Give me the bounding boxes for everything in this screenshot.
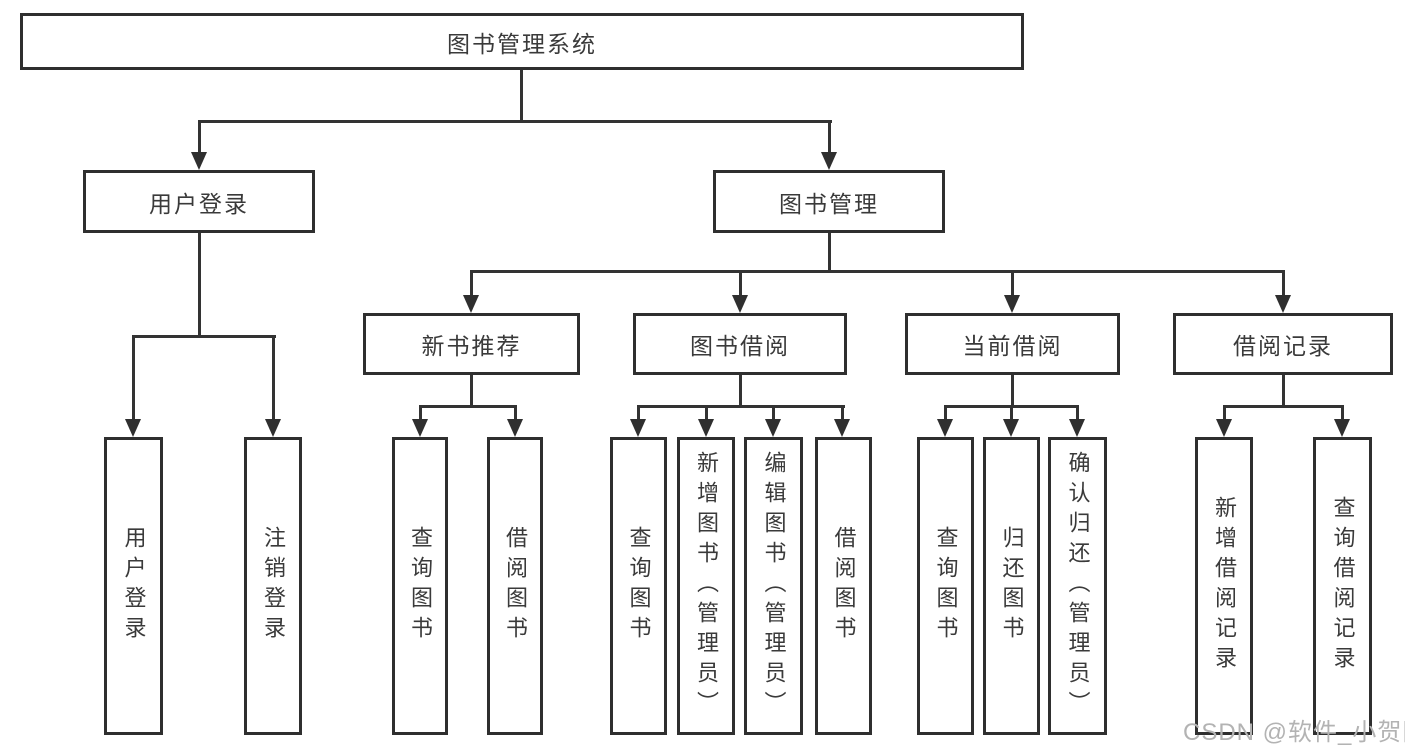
connector-line <box>637 405 640 421</box>
connector-line <box>828 233 831 273</box>
node-root: 图书管理系统 <box>20 13 1024 70</box>
arrow-down-icon <box>630 419 646 437</box>
arrow-down-icon <box>765 419 781 437</box>
node-book-borrow-label: 图书借阅 <box>690 333 790 359</box>
connector-line <box>132 335 135 421</box>
node-borrow-records-label: 借阅记录 <box>1233 333 1333 359</box>
node-user-login: 用户登录 <box>83 170 315 233</box>
connector-line <box>1010 405 1013 421</box>
connector-line <box>514 405 517 421</box>
leaf-br-add-record-label: 新增借阅记录 <box>1212 496 1237 676</box>
connector-line <box>1223 405 1226 421</box>
connector-line <box>198 120 201 154</box>
leaf-cb-return-books: 归还图书 <box>983 437 1040 735</box>
connector-line <box>1341 405 1344 421</box>
connector-line <box>470 270 473 297</box>
connector-line <box>198 120 832 123</box>
node-book-borrow: 图书借阅 <box>633 313 847 375</box>
leaf-br-query-record-label: 查询借阅记录 <box>1330 496 1356 676</box>
connector-line <box>132 335 276 338</box>
connector-line <box>739 375 742 407</box>
node-new-book-recommend-label: 新书推荐 <box>421 333 522 359</box>
watermark: CSDN @软件_小贺同学 <box>1183 719 1405 746</box>
connector-line <box>419 405 422 421</box>
leaf-cb-confirm-return-admin-label: 确认归还（管理员） <box>1065 451 1091 721</box>
arrow-down-icon <box>1216 419 1232 437</box>
arrow-down-icon <box>265 419 281 437</box>
leaf-bb-add-books-admin-label: 新增图书（管理员） <box>694 451 719 721</box>
connector-line <box>1011 270 1014 297</box>
arrow-down-icon <box>1334 419 1350 437</box>
leaf-nbr-borrow-books-label: 借阅图书 <box>503 526 528 646</box>
leaf-nbr-query-books: 查询图书 <box>392 437 448 735</box>
leaf-br-add-record: 新增借阅记录 <box>1195 437 1253 735</box>
connector-line <box>1282 375 1285 407</box>
arrow-down-icon <box>125 419 141 437</box>
arrow-down-icon <box>191 152 207 170</box>
leaf-bb-edit-books-admin-label: 编辑图书（管理员） <box>761 451 787 721</box>
leaf-bb-add-books-admin: 新增图书（管理员） <box>677 437 735 735</box>
connector-line <box>470 375 473 407</box>
connector-line <box>944 405 947 421</box>
connector-line <box>772 405 775 421</box>
connector-line <box>705 405 708 421</box>
connector-line <box>1011 375 1014 407</box>
leaf-nbr-query-books-label: 查询图书 <box>408 526 433 646</box>
arrow-down-icon <box>412 419 428 437</box>
node-new-book-recommend: 新书推荐 <box>363 313 580 375</box>
connector-line <box>1282 270 1285 297</box>
leaf-bb-borrow-books-label: 借阅图书 <box>831 526 857 646</box>
node-user-login-label: 用户登录 <box>149 190 249 217</box>
leaf-user-login: 用户登录 <box>104 437 163 735</box>
arrow-down-icon <box>463 295 479 313</box>
leaf-logout-label: 注销登录 <box>261 526 286 646</box>
connector-line <box>1076 405 1079 421</box>
connector-line <box>419 405 517 408</box>
leaf-bb-borrow-books: 借阅图书 <box>815 437 872 735</box>
arrow-down-icon <box>1275 295 1291 313</box>
leaf-cb-query-books: 查询图书 <box>917 437 974 735</box>
node-root-label: 图书管理系统 <box>447 30 597 57</box>
connector-line <box>828 120 831 154</box>
leaf-user-login-label: 用户登录 <box>121 526 147 646</box>
leaf-bb-query-books-label: 查询图书 <box>626 526 652 646</box>
leaf-br-query-record: 查询借阅记录 <box>1313 437 1372 735</box>
connector-line <box>1223 405 1344 408</box>
node-current-borrow: 当前借阅 <box>905 313 1120 375</box>
connector-line <box>739 270 742 297</box>
arrow-down-icon <box>1003 419 1019 437</box>
connector-line <box>520 70 523 123</box>
connector-line <box>272 335 275 421</box>
leaf-logout: 注销登录 <box>244 437 302 735</box>
leaf-bb-query-books: 查询图书 <box>610 437 667 735</box>
node-book-management-label: 图书管理 <box>779 190 879 217</box>
arrow-down-icon <box>1004 295 1020 313</box>
node-borrow-records: 借阅记录 <box>1173 313 1393 375</box>
leaf-cb-return-books-label: 归还图书 <box>999 526 1025 646</box>
connector-line <box>637 405 845 408</box>
leaf-nbr-borrow-books: 借阅图书 <box>487 437 543 735</box>
arrow-down-icon <box>834 419 850 437</box>
leaf-cb-confirm-return-admin: 确认归还（管理员） <box>1048 437 1107 735</box>
arrow-down-icon <box>507 419 523 437</box>
arrow-down-icon <box>937 419 953 437</box>
node-book-management: 图书管理 <box>713 170 945 233</box>
node-current-borrow-label: 当前借阅 <box>962 333 1063 359</box>
connector-line <box>470 270 1285 273</box>
arrow-down-icon <box>1069 419 1085 437</box>
connector-line <box>841 405 844 421</box>
leaf-bb-edit-books-admin: 编辑图书（管理员） <box>744 437 803 735</box>
connector-line <box>198 233 201 337</box>
leaf-cb-query-books-label: 查询图书 <box>933 526 959 646</box>
arrow-down-icon <box>821 152 837 170</box>
arrow-down-icon <box>698 419 714 437</box>
arrow-down-icon <box>732 295 748 313</box>
